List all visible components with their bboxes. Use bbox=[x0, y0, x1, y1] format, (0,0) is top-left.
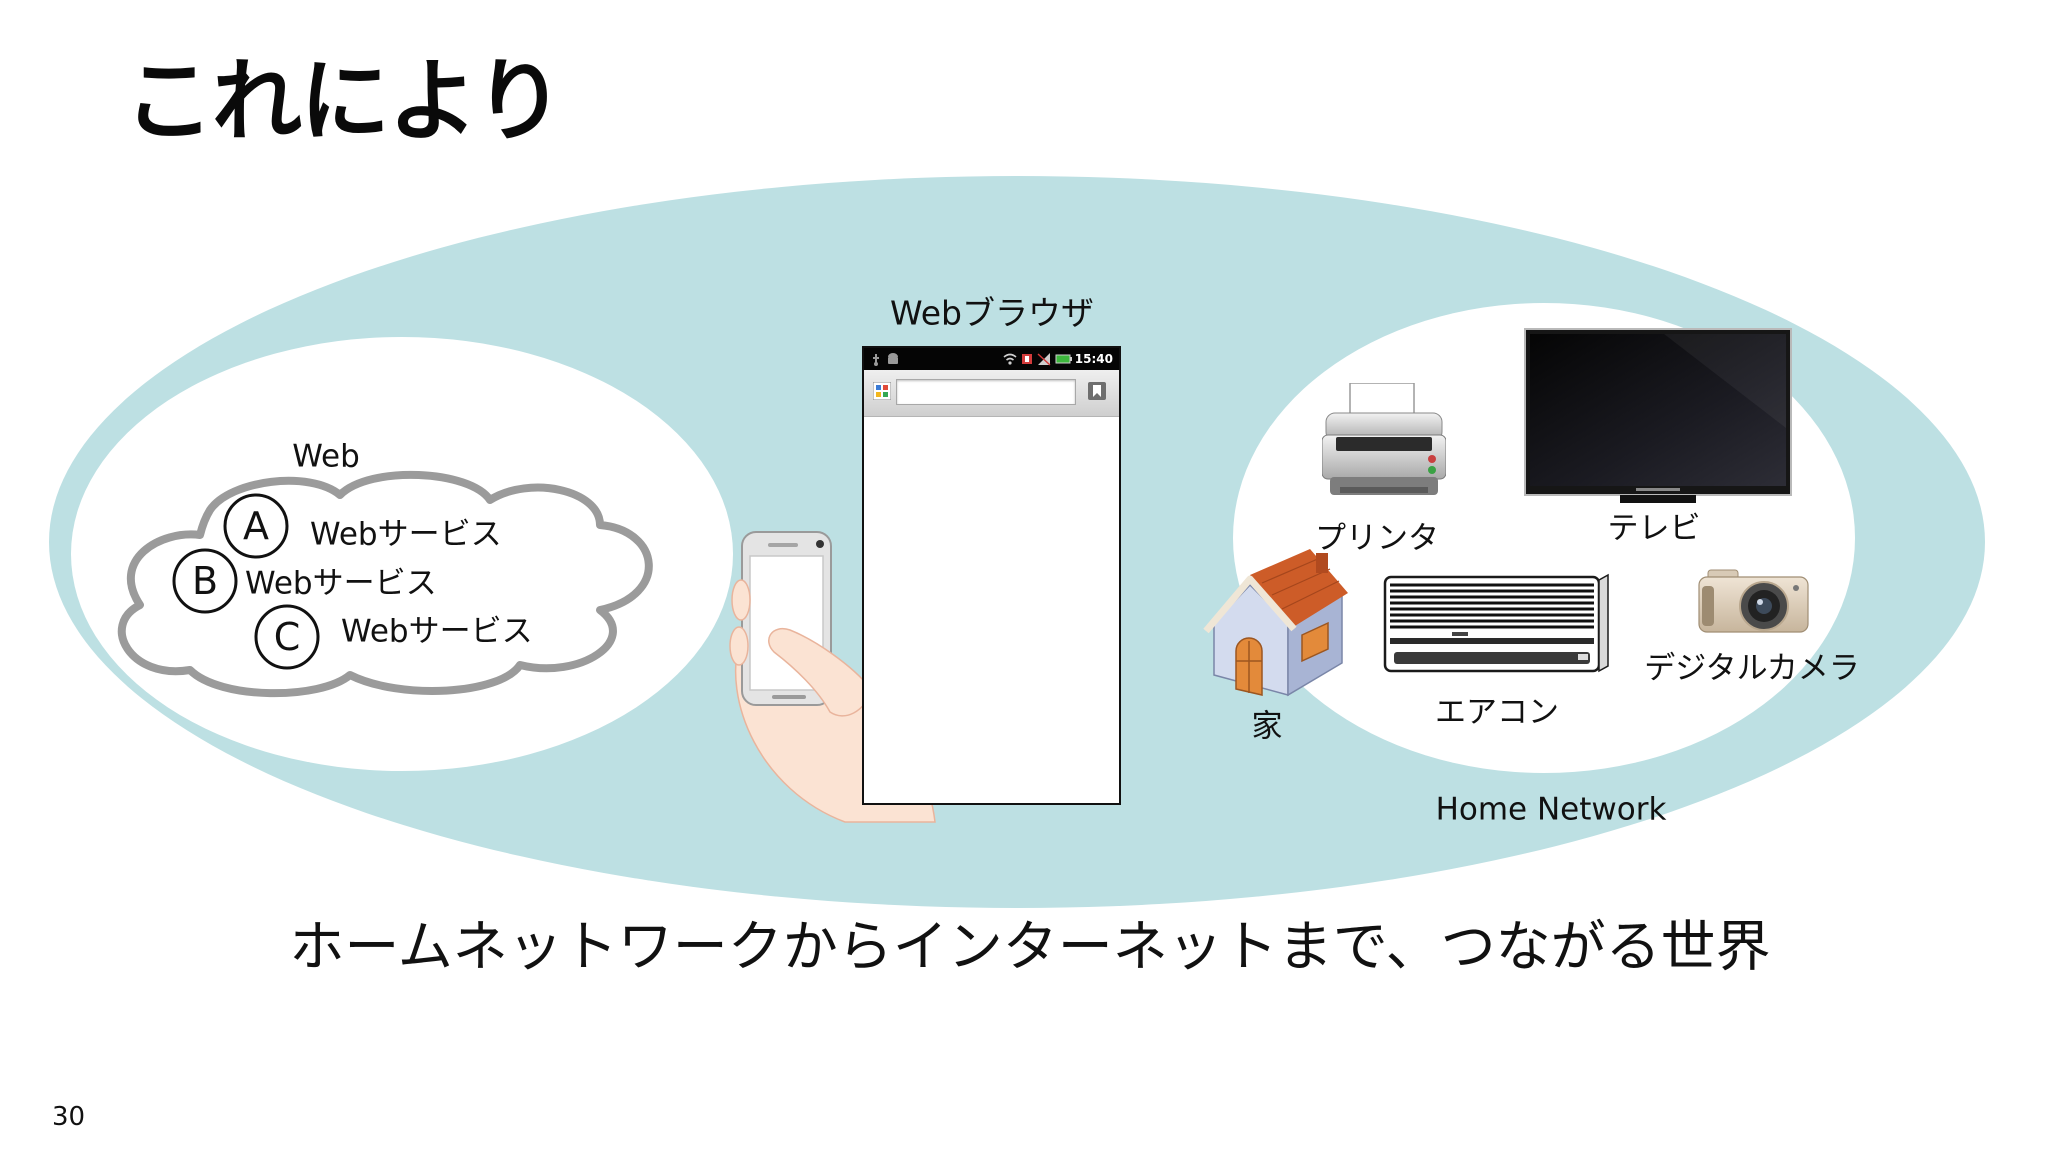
address-bar bbox=[864, 370, 1119, 417]
smartphone-camera bbox=[816, 540, 824, 548]
browser-mockup: 15:40 bbox=[862, 346, 1121, 805]
service-c-label: Webサービス bbox=[341, 613, 533, 650]
android-icon bbox=[888, 353, 898, 364]
service-b-label: Webサービス bbox=[245, 565, 437, 602]
service-c-letter: C bbox=[273, 615, 301, 659]
status-bar: 15:40 bbox=[864, 348, 1119, 370]
service-c-circle bbox=[254, 604, 320, 670]
wifi-icon bbox=[1003, 353, 1017, 365]
favicon-icon bbox=[873, 382, 891, 400]
hand-finger bbox=[731, 579, 751, 621]
hand-thumb bbox=[768, 627, 873, 717]
house-icon bbox=[1203, 549, 1348, 697]
status-time: 15:40 bbox=[1074, 352, 1113, 366]
bookmark-icon bbox=[1088, 382, 1106, 400]
slide-caption: ホームネットワークからインターネットまで、つながる世界 bbox=[289, 914, 1771, 979]
page-title: これにより bbox=[124, 49, 564, 154]
printer-label: プリンタ bbox=[1315, 520, 1439, 557]
status-left-icons bbox=[873, 353, 898, 366]
tv-icon bbox=[1524, 328, 1792, 503]
browser-label: Webブラウザ bbox=[890, 293, 1094, 333]
air-conditioner-label: エアコン bbox=[1435, 694, 1559, 731]
page-number: 30 bbox=[52, 1102, 86, 1132]
home-network-label: Home Network bbox=[1435, 791, 1667, 828]
url-field bbox=[896, 379, 1076, 405]
battery-icon bbox=[1055, 354, 1072, 364]
signal-icon bbox=[1037, 353, 1051, 366]
service-a-letter: A bbox=[243, 504, 269, 548]
hand-finger bbox=[729, 626, 749, 666]
tv-label: テレビ bbox=[1607, 510, 1701, 547]
house-label: 家 bbox=[1251, 708, 1283, 745]
printer-icon bbox=[1322, 383, 1446, 495]
usb-icon bbox=[873, 354, 879, 366]
service-a-circle bbox=[223, 493, 289, 559]
service-b-circle bbox=[172, 548, 238, 614]
air-conditioner-icon bbox=[1383, 573, 1609, 673]
web-label: Web bbox=[292, 438, 360, 475]
digital-camera-label: デジタルカメラ bbox=[1644, 650, 1860, 687]
service-a-label: Webサービス bbox=[310, 516, 502, 553]
digital-camera-icon bbox=[1698, 569, 1809, 633]
service-b-letter: B bbox=[191, 559, 219, 603]
status-right-icons bbox=[1003, 353, 1072, 366]
alert-icon bbox=[1022, 354, 1032, 364]
